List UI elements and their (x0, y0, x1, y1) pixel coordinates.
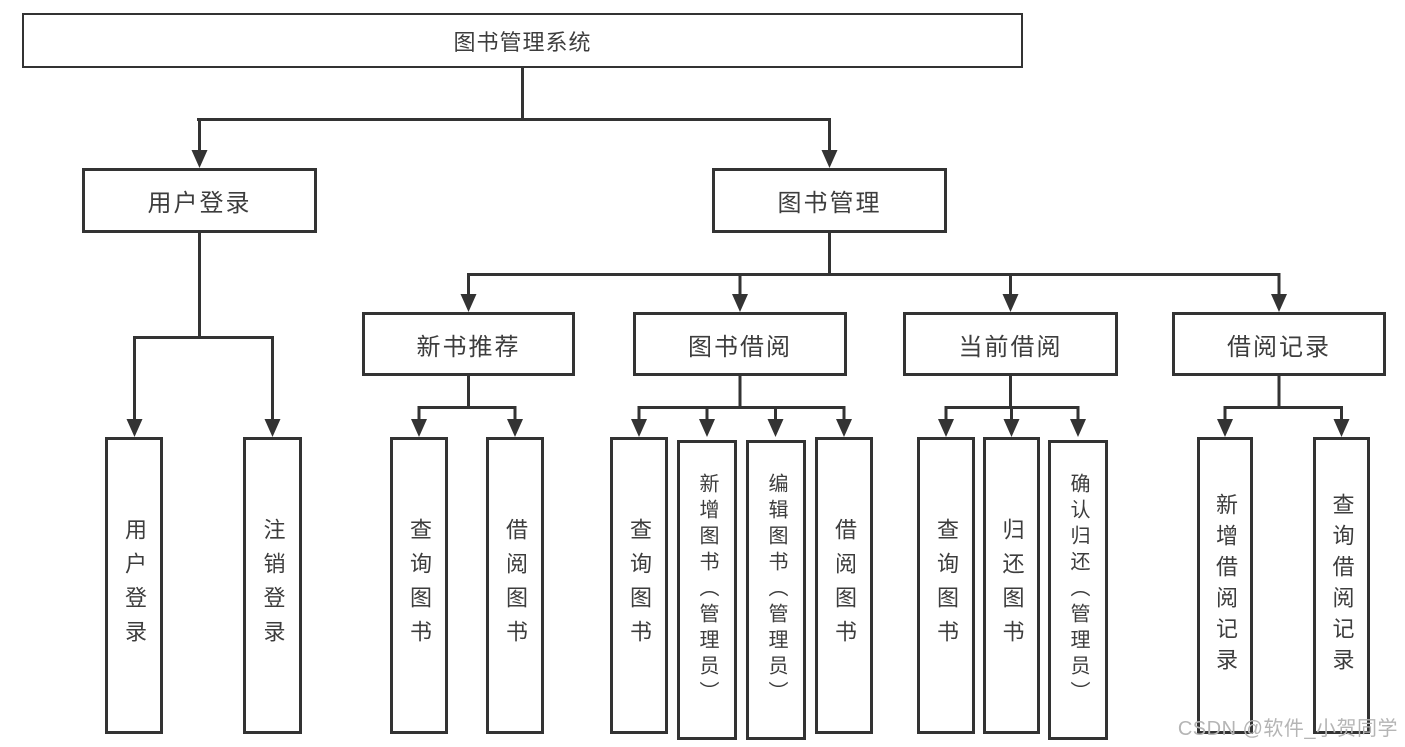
leaf-logout: 注销登录 (243, 437, 302, 734)
csdn-watermark: CSDN @软件_小贺同学 (1177, 718, 1398, 740)
leaf-current-confirm-return-admin: 确认归还（管理员） (1048, 440, 1108, 740)
leaf-records-add-borrow-record: 新增借阅记录 (1197, 437, 1253, 734)
node-book-management: 图书管理 (712, 168, 947, 233)
leaf-borrowing-add-books-admin: 新增图书（管理员） (677, 440, 737, 740)
leaf-current-return-books: 归还图书 (983, 437, 1040, 734)
connector-line-segments (133, 68, 1343, 422)
leaf-newbook-query-books: 查询图书 (390, 437, 448, 734)
leaf-current-query-books: 查询图书 (917, 437, 975, 734)
node-borrowing-records: 借阅记录 (1172, 312, 1386, 376)
leaf-borrowing-query-books: 查询图书 (610, 437, 668, 734)
leaf-newbook-borrow-books: 借阅图书 (486, 437, 544, 734)
leaf-borrowing-borrow-books: 借阅图书 (815, 437, 873, 734)
node-book-borrowing: 图书借阅 (633, 312, 847, 376)
leaf-user-login: 用户登录 (105, 437, 163, 734)
node-current-borrowing: 当前借阅 (903, 312, 1118, 376)
node-library-management-system: 图书管理系统 (22, 13, 1023, 68)
leaf-borrowing-edit-books-admin: 编辑图书（管理员） (746, 440, 806, 740)
node-user-login: 用户登录 (82, 168, 317, 233)
leaf-records-query-borrow-record: 查询借阅记录 (1313, 437, 1370, 734)
node-new-book-recommendation: 新书推荐 (362, 312, 575, 376)
